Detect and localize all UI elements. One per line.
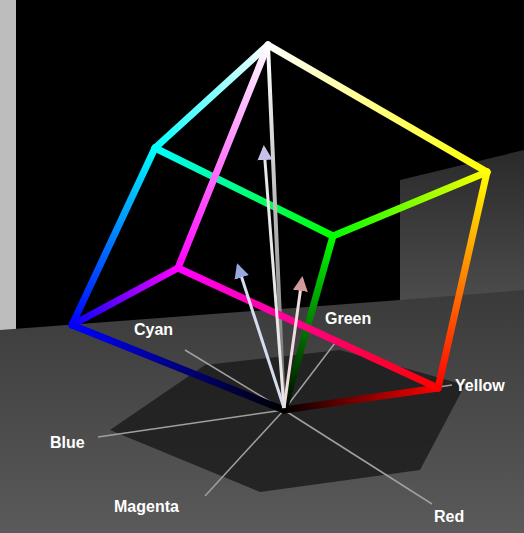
cube-edges [72, 45, 487, 410]
hexagon-shadow [110, 350, 465, 492]
left-wall-strip [0, 0, 16, 330]
color-vectors [238, 148, 302, 408]
color-label: Red [434, 508, 464, 526]
floor [0, 290, 524, 533]
color-label: Green [325, 310, 371, 328]
color-label: Cyan [134, 321, 173, 339]
color-label: Blue [50, 434, 85, 452]
color-label: Magenta [114, 498, 179, 516]
color-label: Yellow [455, 377, 505, 395]
